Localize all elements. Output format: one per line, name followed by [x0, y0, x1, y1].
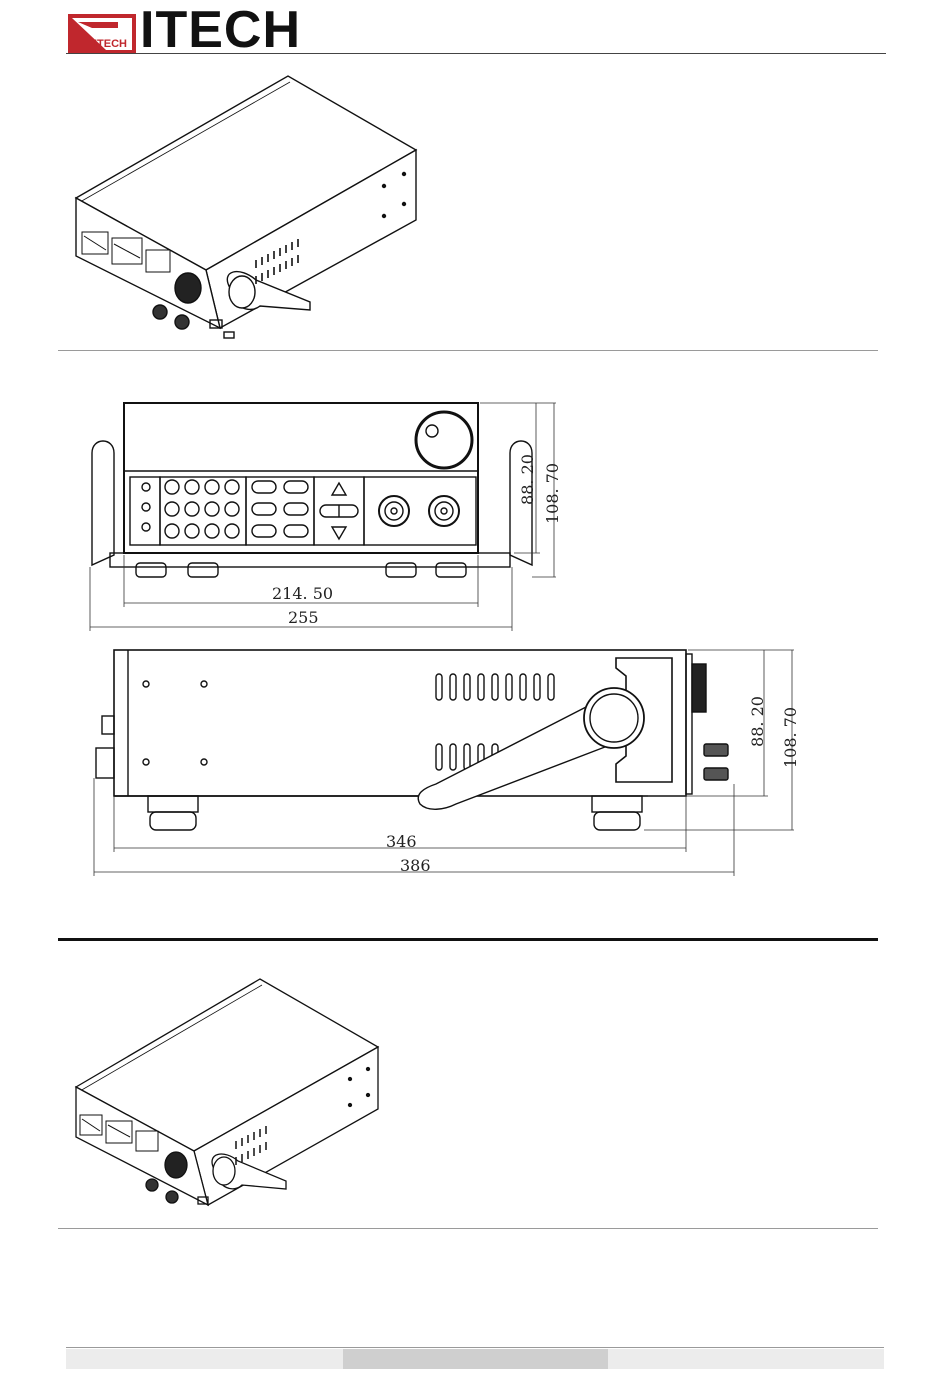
- section-divider: [58, 350, 878, 351]
- instrument-isometric-illustration-2: [68, 975, 388, 1220]
- section-divider-bottom: [58, 1228, 878, 1229]
- footer-page-indicator: [343, 1349, 608, 1369]
- side-inner-length-dim: 346: [386, 832, 417, 851]
- side-outer-length-dim: 386: [400, 856, 431, 875]
- side-outer-height-dim: 108. 70: [781, 707, 800, 768]
- front-inner-width-dim: 214. 50: [272, 584, 333, 603]
- brand-logo-text: ITECH: [140, 2, 301, 58]
- logo-mark-text: ITECH: [94, 38, 127, 50]
- front-outer-height-dim: 108. 70: [543, 463, 562, 524]
- instrument-isometric-illustration: [60, 70, 440, 345]
- footer-divider: [66, 1347, 884, 1348]
- header-divider: [66, 53, 886, 54]
- side-inner-height-dim: 88. 20: [748, 696, 767, 747]
- front-outer-width-dim: 255: [288, 608, 319, 627]
- front-inner-height-dim: 88. 20: [518, 454, 537, 505]
- itech-logo-mark: ITECH: [68, 14, 136, 54]
- side-view-drawing: [88, 644, 808, 880]
- section-divider-heavy: [58, 938, 878, 941]
